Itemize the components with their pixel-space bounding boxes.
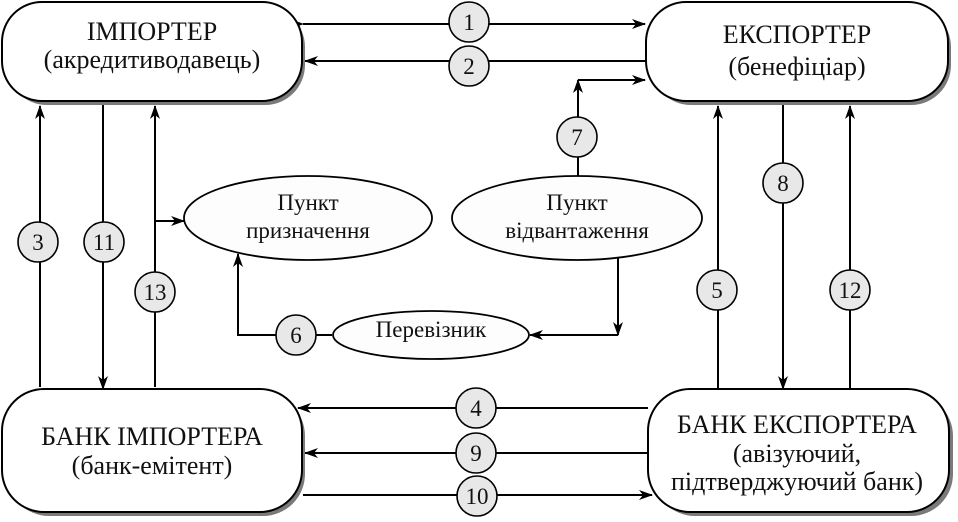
step-badge-6: 6 (275, 314, 317, 356)
destination-line2: призначення (246, 218, 370, 243)
importer-bank-subtitle: (банк-емітент) (72, 451, 233, 480)
svg-text:10: 10 (466, 484, 489, 509)
step-badge-8: 8 (762, 162, 804, 204)
svg-text:13: 13 (144, 280, 167, 305)
exporter-bank-subtitle-1: (авізуючий, (733, 439, 861, 468)
node-importer-bank: БАНК ІМПОРТЕРА (банк-емітент) (1, 388, 305, 516)
node-destination: Пункт призначення (183, 175, 433, 261)
step-badge-13: 13 (134, 271, 176, 313)
shipment-line1: Пункт (546, 190, 607, 215)
step-badge-11: 11 (83, 221, 125, 263)
carrier-label: Перевізник (376, 317, 487, 342)
svg-text:12: 12 (839, 278, 862, 303)
node-exporter-bank: БАНК ЕКСПОРТЕРА (авізуючий, підтверджуюч… (647, 388, 953, 516)
svg-text:7: 7 (571, 125, 583, 150)
svg-text:6: 6 (290, 323, 302, 348)
exporter-title: ЕКСПОРТЕР (723, 20, 871, 49)
node-exporter: ЕКСПОРТЕР (бенефіціар) (645, 1, 951, 105)
destination-line1: Пункт (277, 190, 338, 215)
node-importer: ІМПОРТЕР (акредитиводавець) (1, 1, 305, 105)
step-badge-5: 5 (696, 269, 738, 311)
svg-text:3: 3 (32, 230, 44, 255)
exporter-subtitle: (бенефіціар) (728, 52, 865, 81)
importer-bank-title: БАНК ІМПОРТЕРА (41, 422, 263, 451)
svg-text:11: 11 (93, 230, 115, 255)
svg-text:8: 8 (777, 171, 789, 196)
step-badge-10: 10 (456, 475, 498, 517)
importer-title: ІМПОРТЕР (87, 17, 217, 46)
step-badge-1: 1 (448, 1, 490, 43)
step-badge-7: 7 (556, 116, 598, 158)
importer-subtitle: (акредитиводавець) (44, 45, 261, 74)
svg-text:2: 2 (463, 54, 475, 79)
step-badge-9: 9 (455, 432, 497, 474)
exporter-bank-subtitle-2: підтверджуючий банк) (671, 467, 923, 496)
step-badge-3: 3 (17, 221, 59, 263)
exporter-bank-title: БАНК ЕКСПОРТЕРА (677, 410, 917, 439)
shipment-line2: відвантаження (505, 218, 649, 243)
svg-text:1: 1 (463, 10, 475, 35)
svg-text:5: 5 (711, 278, 723, 303)
node-shipment: Пункт відвантаження (451, 175, 703, 261)
node-carrier: Перевізник (332, 310, 530, 360)
step-badges: 1 2 3 4 5 6 7 8 9 10 11 12 13 (17, 1, 871, 517)
step-badge-2: 2 (448, 45, 490, 87)
step-badge-4: 4 (455, 387, 497, 429)
step-badge-12: 12 (829, 269, 871, 311)
svg-text:9: 9 (470, 441, 482, 466)
svg-text:4: 4 (470, 396, 482, 421)
